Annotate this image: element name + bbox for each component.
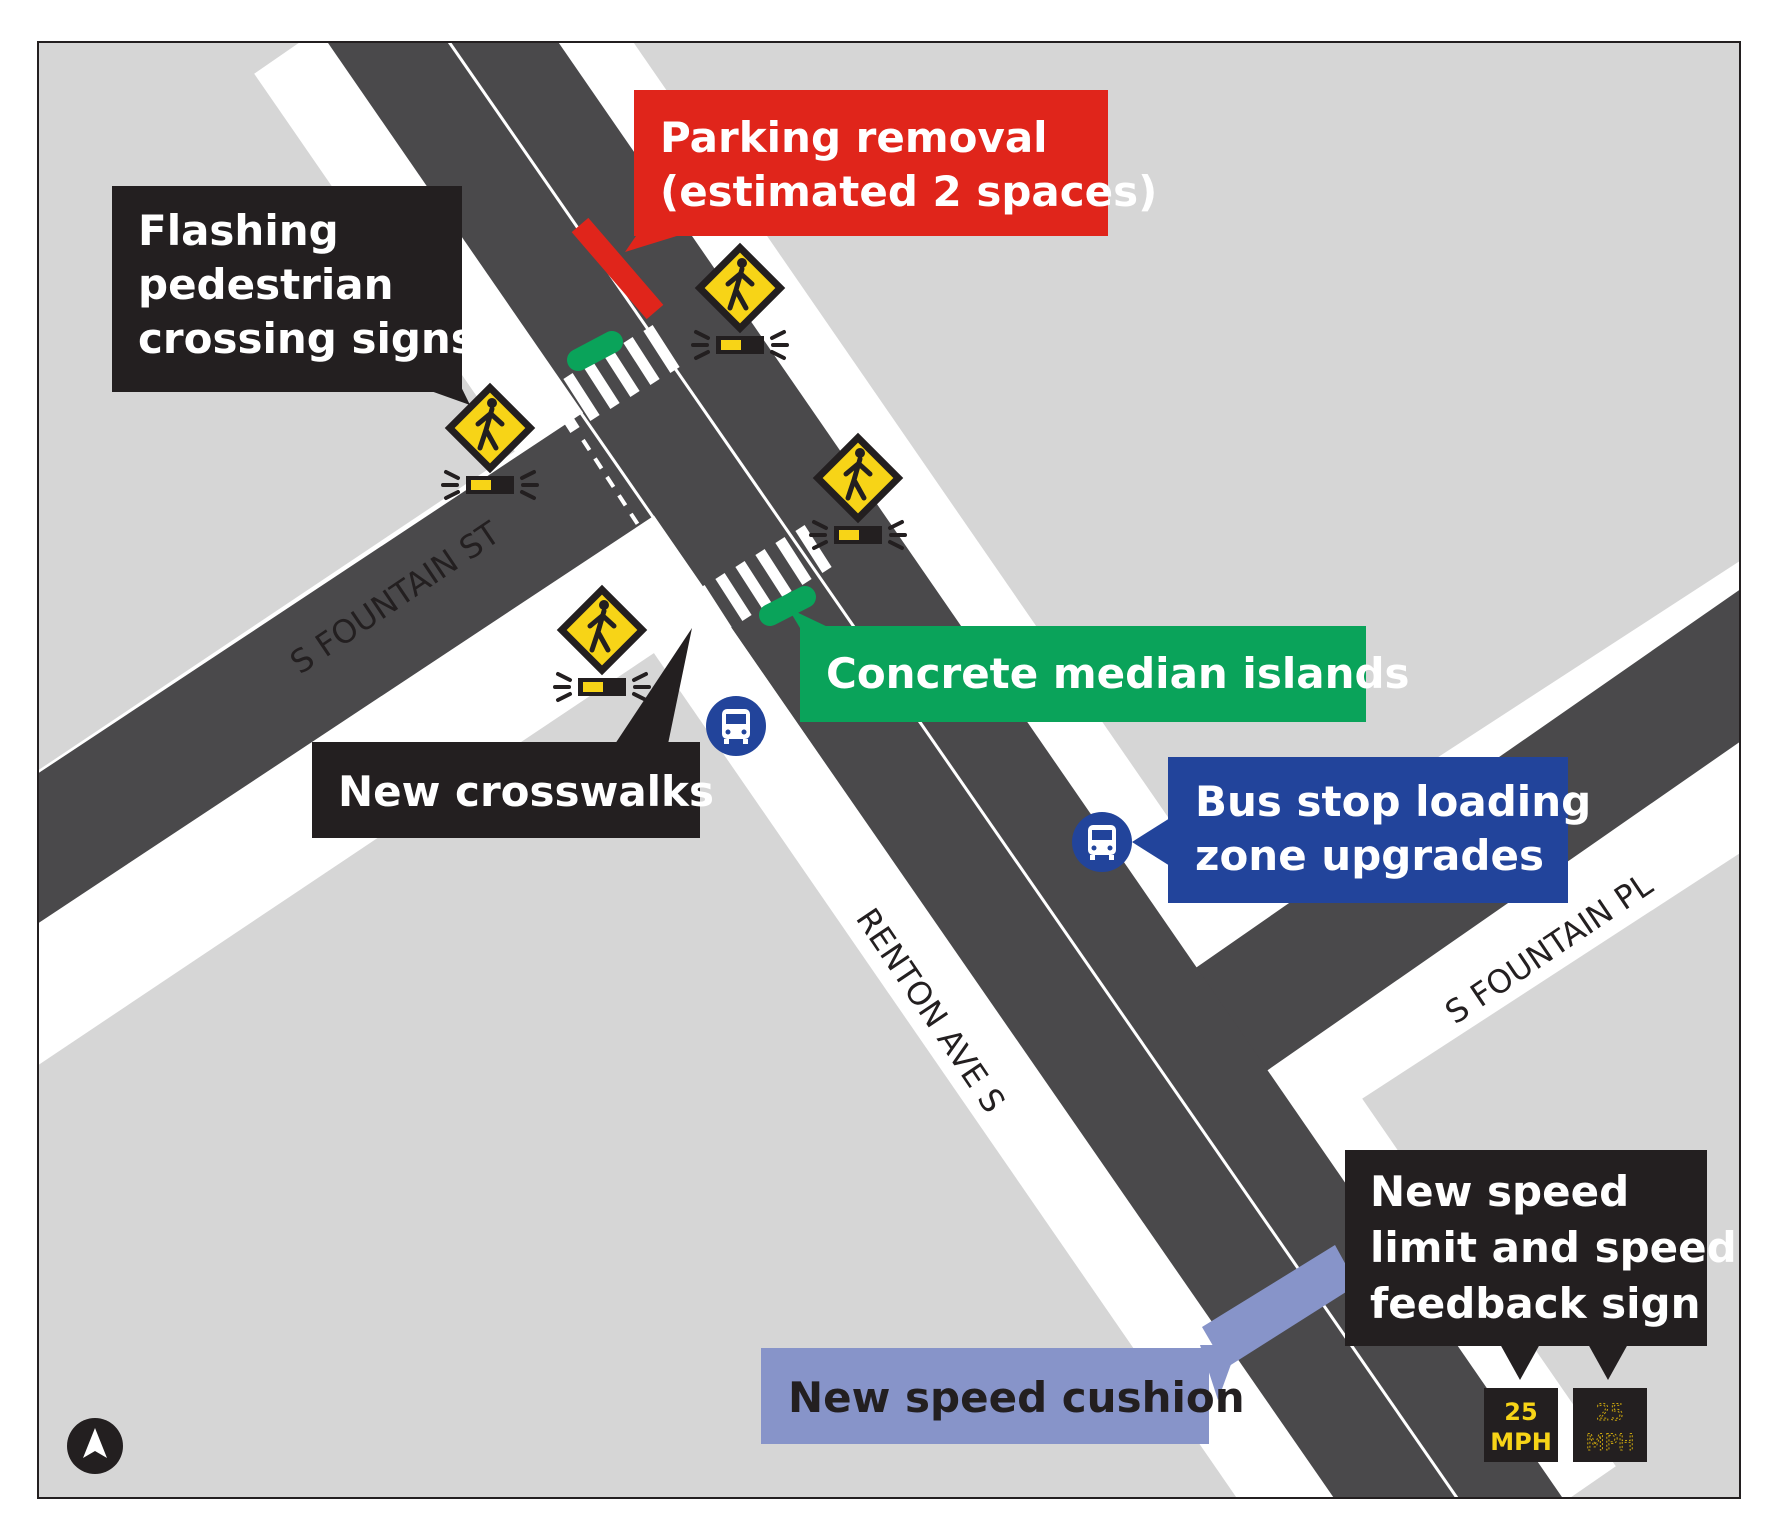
speed-limit-value: 25 [1504, 1398, 1537, 1426]
callout-speed-line-1: New speed [1370, 1167, 1629, 1216]
callout-speed-cushion: New speed cushion [761, 1345, 1245, 1444]
callout-flashing-signs: Flashing pedestrian crossing signs [112, 186, 476, 405]
callout-parking-line-1: Parking removal [660, 113, 1048, 162]
callout-cushion-line-1: New speed cushion [788, 1373, 1245, 1422]
speed-limit-unit: MPH [1490, 1428, 1552, 1456]
callout-flashing-line-2: pedestrian [138, 260, 394, 309]
callout-bus-line-1: Bus stop loading [1195, 777, 1591, 826]
callout-parking-line-2: (estimated 2 spaces) [660, 167, 1157, 216]
map-frame [37, 41, 1741, 1499]
callout-median-islands: Concrete median islands [788, 608, 1410, 722]
median-island-north [567, 331, 623, 371]
speed-feedback-unit: MPH [1586, 1431, 1635, 1456]
callout-median-line-1: Concrete median islands [826, 649, 1410, 698]
bus-icon [1072, 812, 1132, 872]
callout-speed-limit: New speed limit and speed feedback sign [1345, 1150, 1737, 1380]
fountain-st-road [38, 397, 675, 924]
callout-new-crosswalks: New crosswalks [312, 628, 714, 838]
callout-flashing-line-3: crossing signs [138, 314, 476, 363]
callout-bus-stop: Bus stop loading zone upgrades [1132, 757, 1591, 903]
parking-removal-zone [571, 217, 664, 320]
speed-limit-sign: 25 MPH [1484, 1388, 1558, 1462]
speed-feedback-value: 25 [1596, 1401, 1624, 1426]
callout-parking-removal: Parking removal (estimated 2 spaces) [625, 90, 1157, 252]
bus-icon [706, 696, 766, 756]
median-island-south [759, 586, 816, 626]
north-arrow-icon [67, 1418, 123, 1474]
speed-feedback-sign: 25 MPH [1573, 1388, 1647, 1462]
speed-cushion [1202, 1245, 1357, 1368]
crosswalk-north [543, 325, 680, 433]
callout-bus-line-2: zone upgrades [1195, 831, 1544, 880]
callout-speed-line-3: feedback sign [1370, 1279, 1701, 1328]
callout-speed-line-2: limit and speed [1370, 1223, 1737, 1272]
callout-flashing-line-1: Flashing [138, 206, 339, 255]
callout-crosswalks-line-1: New crosswalks [338, 767, 714, 816]
